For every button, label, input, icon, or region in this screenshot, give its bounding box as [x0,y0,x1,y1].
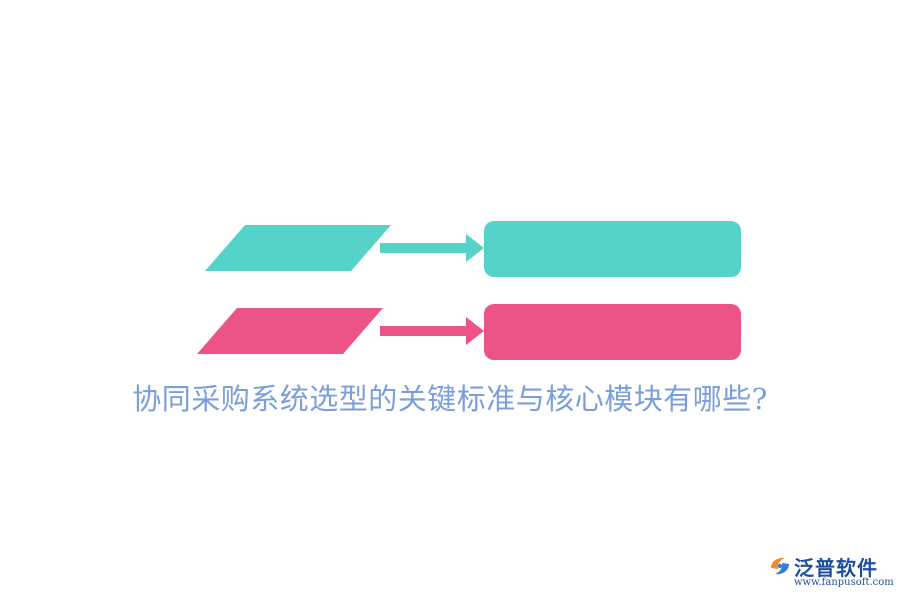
fanpu-logo-icon [768,554,792,582]
arrow-right-pink-icon [380,314,485,348]
parallelogram-teal-shape [205,225,391,271]
result-box-teal [484,221,741,277]
diagram-title: 协同采购系统选型的关键标准与核心模块有哪些? [132,382,768,416]
parallelogram-pink [197,308,383,354]
logo-name: 泛普软件 [794,556,878,580]
logo-url: www.fanpusoft.com [794,577,894,588]
arrow-teal-head [466,234,484,262]
result-box-pink [484,304,741,360]
arrow-pink-shaft [380,326,466,336]
brand-logo[interactable]: 泛普软件 www.fanpusoft.com [768,552,894,592]
arrow-pink-head [466,317,484,345]
arrow-right-teal-icon [380,231,485,265]
parallelogram-teal [205,225,391,271]
parallelogram-pink-shape [197,308,383,354]
arrow-teal-shaft [380,243,466,253]
